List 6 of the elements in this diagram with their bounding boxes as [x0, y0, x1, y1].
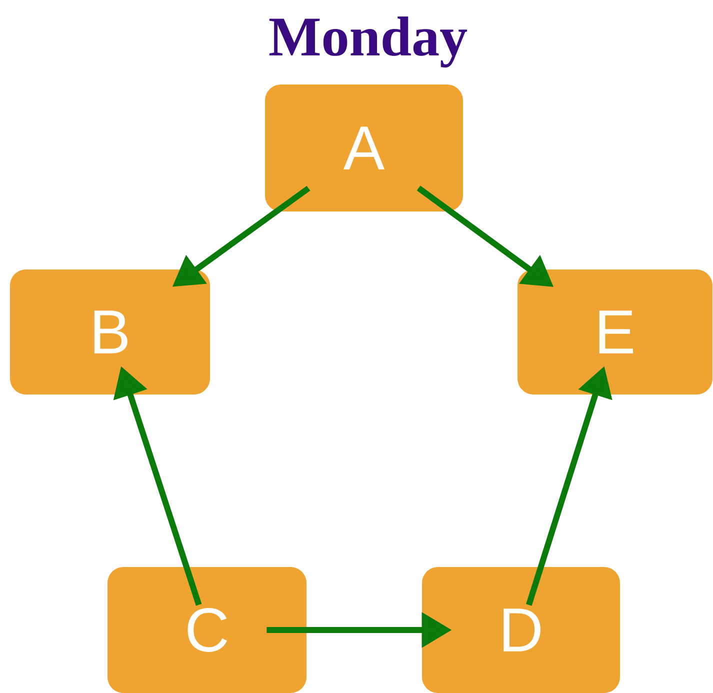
process-box: C — [108, 567, 306, 693]
process-box: A — [265, 84, 463, 212]
process-box: B — [10, 270, 210, 394]
title: Monday — [269, 16, 468, 68]
process-box: E — [518, 270, 712, 394]
process-box: D — [422, 567, 620, 693]
